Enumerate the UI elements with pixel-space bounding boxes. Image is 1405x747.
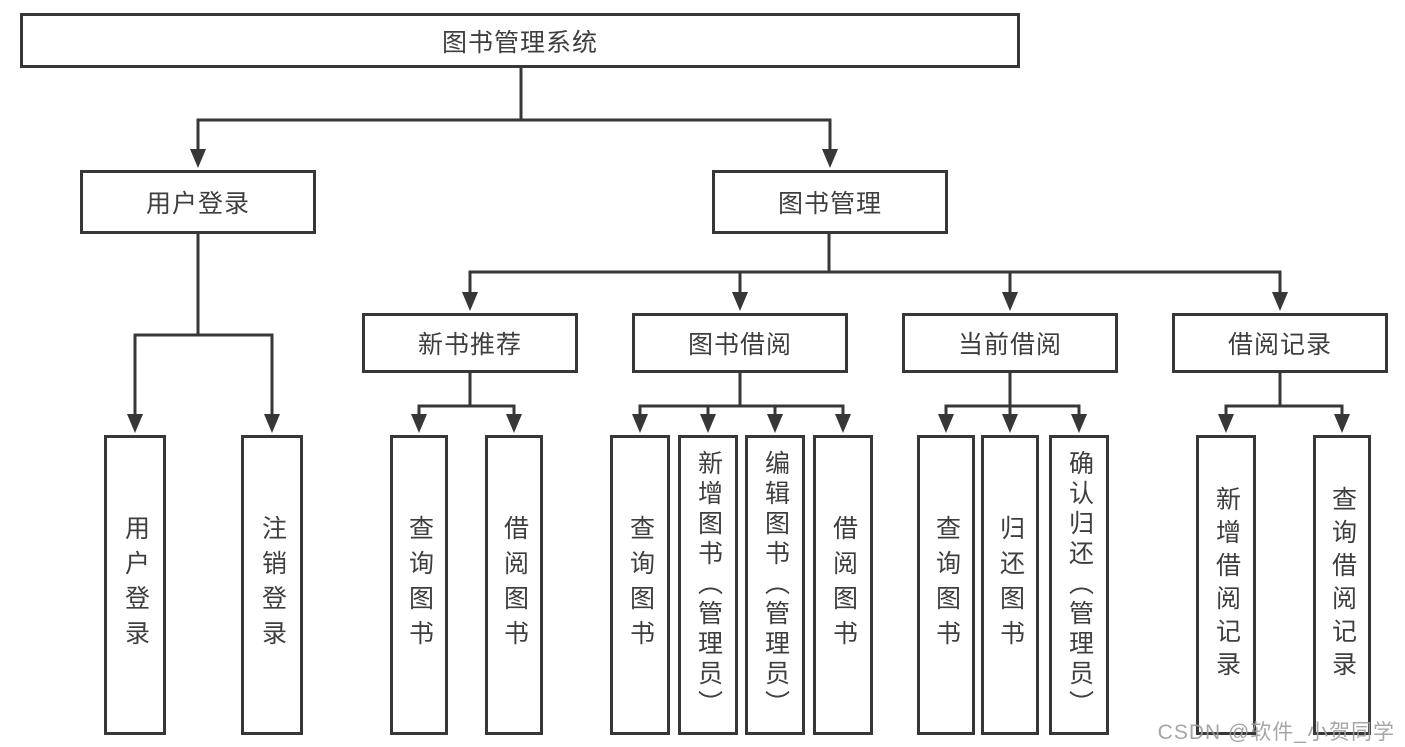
leaf-add-books-admin: 新增图书（管理员） (678, 435, 738, 735)
leaf-search-borrow-record: 查询借阅记录 (1313, 435, 1371, 735)
arrowhead (1334, 414, 1350, 433)
edge-book-borrow-children (632, 373, 851, 433)
leaf-user-login: 用户登录 (104, 435, 166, 735)
arrowhead (264, 414, 280, 433)
arrowhead (767, 414, 783, 433)
node-borrow-records: 借阅记录 (1172, 313, 1388, 373)
edge-borrow-records-children (1218, 373, 1350, 433)
edge-current-borrow-children (938, 373, 1087, 433)
leaf-add-borrow-record: 新增借阅记录 (1196, 435, 1256, 735)
leaf-edit-books-admin: 编辑图书（管理员） (745, 435, 805, 735)
arrowhead (732, 292, 748, 311)
node-new-book-recommend: 新书推荐 (362, 313, 578, 373)
arrowhead (506, 414, 522, 433)
leaf-search-books-borrow: 查询图书 (610, 435, 670, 735)
leaf-borrow-books-recommend: 借阅图书 (485, 435, 543, 735)
leaf-search-books-recommend: 查询图书 (390, 435, 448, 735)
leaf-return-books: 归还图书 (981, 435, 1039, 735)
arrowhead (938, 414, 954, 433)
arrowhead (1002, 292, 1018, 311)
arrowhead (632, 414, 648, 433)
arrowhead (127, 414, 143, 433)
arrowhead (835, 414, 851, 433)
arrowhead (190, 149, 206, 168)
leaf-confirm-return-admin: 确认归还（管理员） (1049, 435, 1109, 735)
arrowhead (700, 414, 716, 433)
csdn-watermark: CSDN @软件_小贺同学 (1157, 721, 1395, 744)
node-current-borrow: 当前借阅 (902, 313, 1118, 373)
arrowhead (462, 292, 478, 311)
edge-new-book-recommend-children (411, 373, 522, 433)
node-user-login: 用户登录 (80, 170, 316, 234)
node-book-management: 图书管理 (712, 170, 948, 234)
arrowhead (1218, 414, 1234, 433)
arrowhead (1071, 414, 1087, 433)
arrowhead (1272, 292, 1288, 311)
node-book-borrow: 图书借阅 (632, 313, 848, 373)
edge-user-login-children (127, 234, 280, 433)
leaf-borrow-books: 借阅图书 (813, 435, 873, 735)
edge-root-to-level2 (190, 68, 838, 168)
leaf-logout: 注销登录 (241, 435, 303, 735)
arrowhead (411, 414, 427, 433)
arrowhead (822, 149, 838, 168)
leaf-search-books-current: 查询图书 (917, 435, 975, 735)
node-root: 图书管理系统 (20, 13, 1020, 68)
arrowhead (1002, 414, 1018, 433)
edge-book-management-children (462, 234, 1288, 311)
